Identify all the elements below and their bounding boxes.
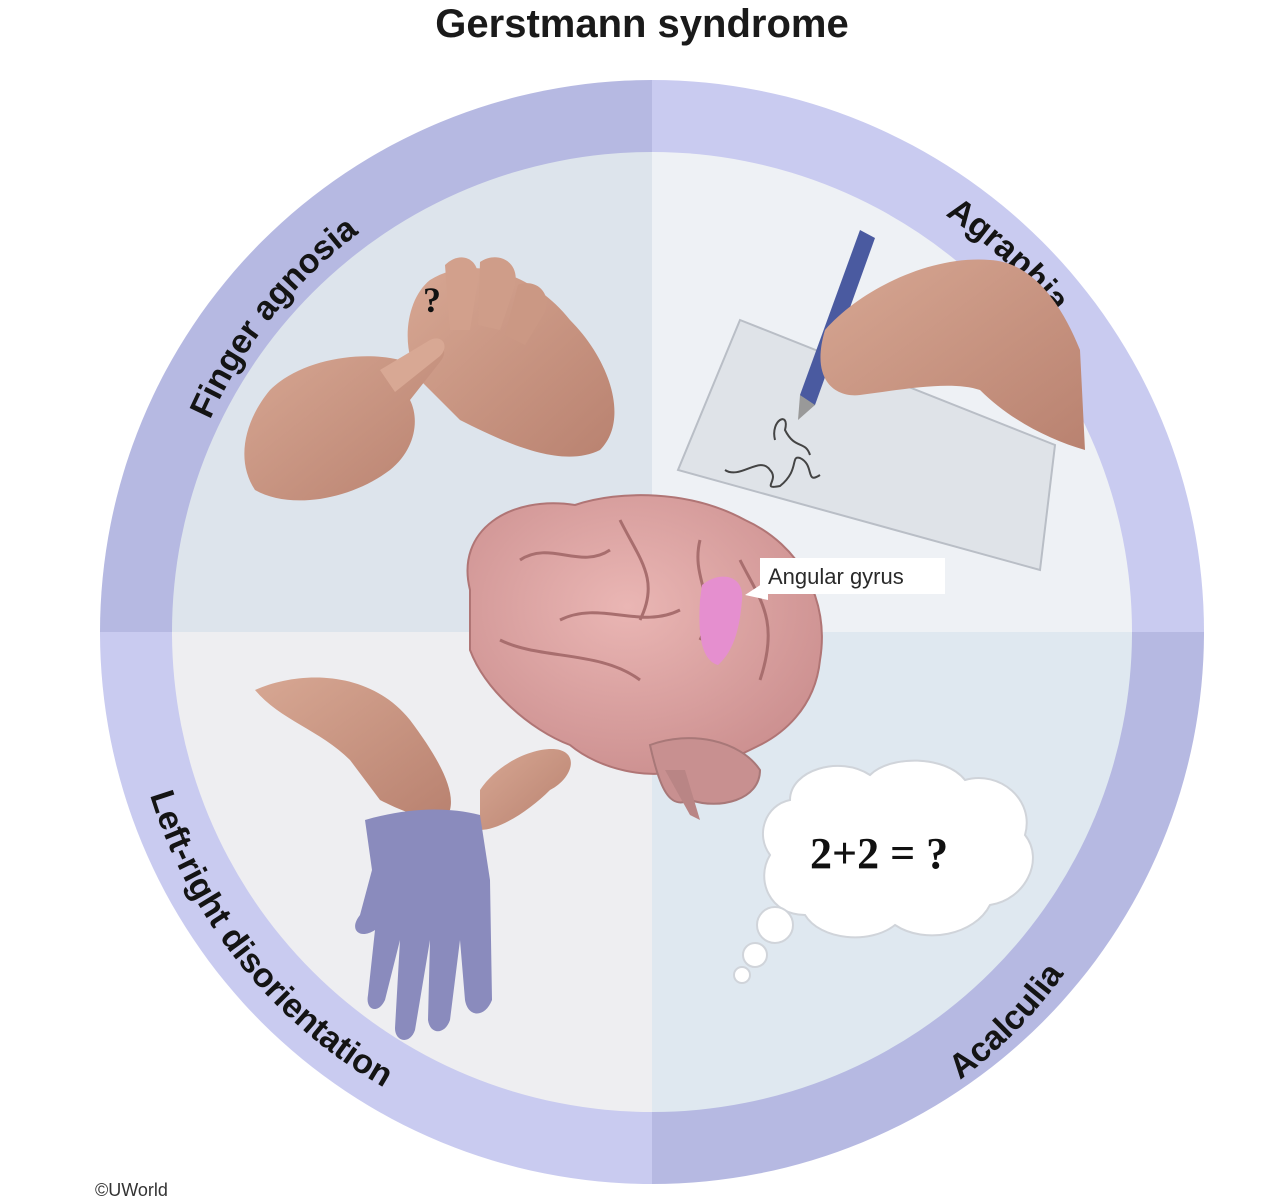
brain-illustration: Angular gyrus — [466, 494, 945, 820]
copyright-notice: ©UWorld — [95, 1180, 168, 1200]
finger-question-mark: ? — [423, 280, 441, 320]
page-title: Gerstmann syndrome — [435, 2, 849, 46]
acalculia-equation: 2+2 = ? — [810, 829, 948, 878]
finger-agnosia-hands-illustration: ? — [244, 257, 615, 501]
agraphia-writing-illustration — [676, 230, 1085, 572]
angular-gyrus-label-box — [760, 558, 945, 594]
left-right-glove-illustration — [255, 677, 571, 1040]
angular-gyrus-region — [699, 576, 743, 665]
acalculia-thought-cloud: 2+2 = ? — [733, 759, 1034, 984]
glove — [355, 809, 492, 1040]
angular-gyrus-label: Angular gyrus — [768, 564, 904, 589]
